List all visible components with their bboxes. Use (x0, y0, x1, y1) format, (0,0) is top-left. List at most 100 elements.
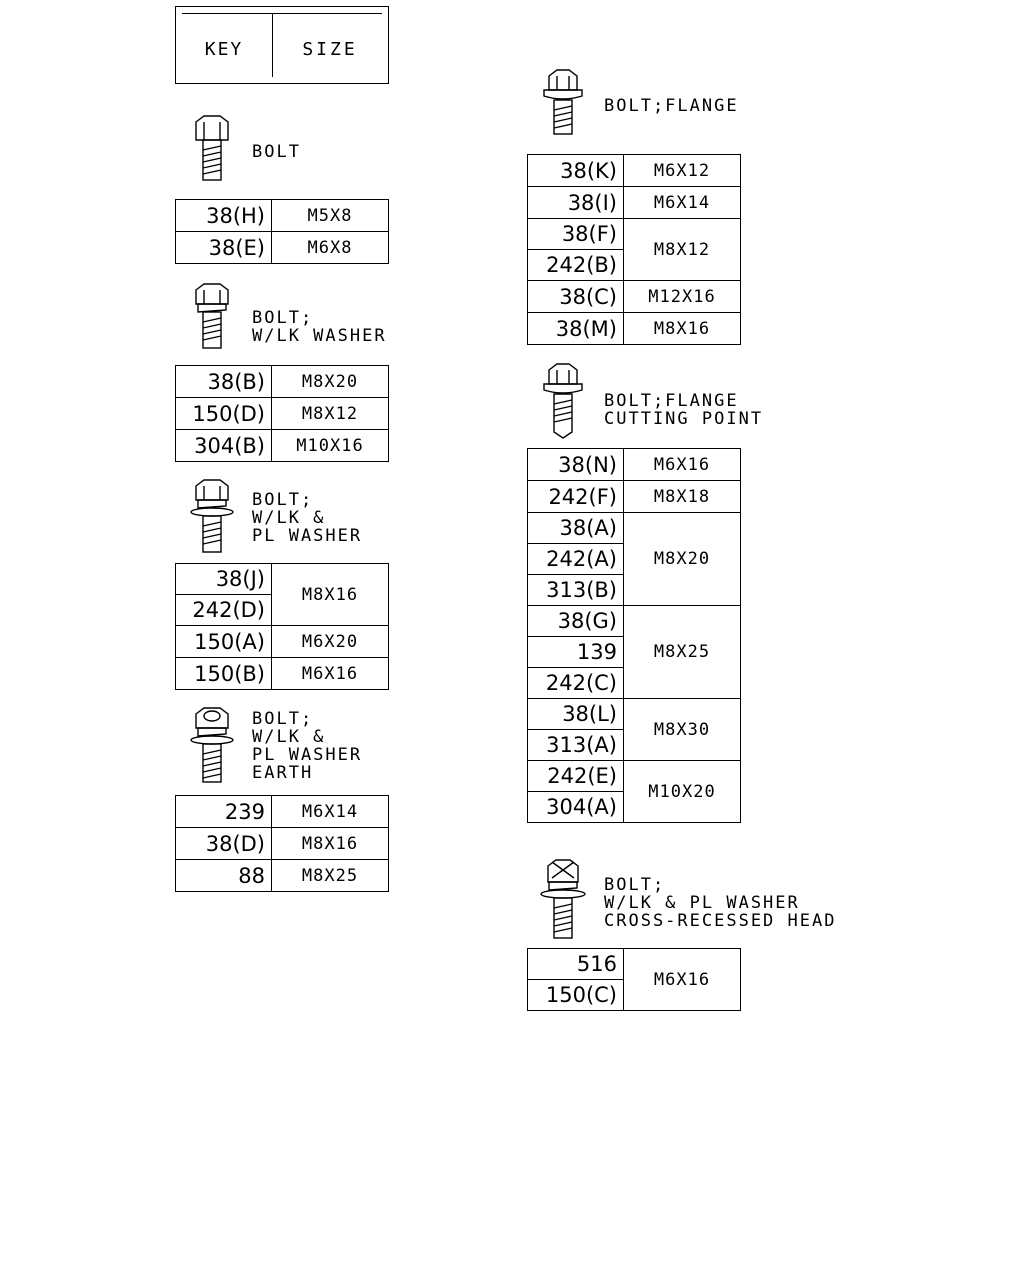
size-cell: M6X14 (271, 795, 389, 828)
size-cell: M6X16 (623, 448, 741, 481)
hex-bolt-lock-washer-icon (195, 283, 229, 349)
size-cell: M8X30 (623, 698, 741, 761)
key-cell: 38(D) (175, 827, 272, 860)
legend-top-line (182, 13, 382, 14)
key-cell: 38(G) (527, 605, 624, 637)
key-cell: 313(A) (527, 729, 624, 761)
size-cell: M5X8 (271, 199, 389, 232)
table-row: 38(M)M8X16 (527, 312, 741, 345)
table-row: 38(C)M12X16 (527, 280, 741, 313)
key-cell: 38(E) (175, 231, 272, 264)
key-cell: 150(D) (175, 397, 272, 430)
table-row: 150(B)M6X16 (175, 657, 389, 690)
group-label-line: BOLT; (252, 709, 314, 729)
key-cell: 242(B) (527, 249, 624, 281)
size-cell: M8X16 (271, 563, 389, 626)
size-cell: M6X12 (623, 154, 741, 187)
group-label-line: EARTH (252, 763, 314, 783)
key-cell: 38(A) (527, 512, 624, 544)
legend-box: KEY SIZE (175, 6, 389, 84)
size-cell: M8X12 (623, 218, 741, 281)
group-label-line: CUTTING POINT (604, 409, 764, 429)
size-cell: M8X25 (271, 859, 389, 892)
group-label-line: BOLT; (252, 490, 314, 510)
key-cell: 38(M) (527, 312, 624, 345)
group-label-line: W/LK & (252, 727, 326, 747)
table-row: 150(D)M8X12 (175, 397, 389, 430)
group-label-line: BOLT;FLANGE (604, 96, 739, 116)
size-cell: M8X16 (623, 312, 741, 345)
size-cell: M8X16 (271, 827, 389, 860)
key-cell: 38(K) (527, 154, 624, 187)
size-cell: M6X14 (623, 186, 741, 219)
table-row: 38(G)M8X25 (527, 605, 741, 699)
size-cell: M8X20 (623, 512, 741, 606)
flange-bolt-cutting-point-icon (543, 363, 583, 439)
hex-bolt-lock-plain-washer-icon (190, 479, 234, 553)
table-row: 38(F)M8X12 (527, 218, 741, 281)
table-row: 150(C) (527, 979, 741, 1011)
group-label: BOLT;W/LK WASHER (252, 309, 387, 345)
size-cell: M10X16 (271, 429, 389, 462)
key-cell: 38(H) (175, 199, 272, 232)
group-label-line: W/LK & (252, 508, 326, 528)
table-row: 304(A) (527, 791, 741, 823)
size-cell: M8X18 (623, 480, 741, 513)
key-cell: 242(C) (527, 667, 624, 699)
key-cell: 38(I) (527, 186, 624, 219)
table-row: 242(E)M10X20 (527, 760, 741, 823)
size-cell: M10X20 (623, 760, 741, 823)
key-cell: 150(B) (175, 657, 272, 690)
group-label-line: BOLT;FLANGE (604, 391, 739, 411)
key-cell: 150(C) (527, 979, 624, 1011)
cross-recessed-bolt-icon (540, 859, 586, 939)
key-cell: 139 (527, 636, 624, 668)
size-cell: M6X16 (271, 657, 389, 690)
table-row: 150(A)M6X20 (175, 625, 389, 658)
key-cell: 242(E) (527, 760, 624, 792)
group-label: BOLT;W/LK &PL WASHER (252, 491, 362, 545)
key-cell: 242(D) (175, 594, 272, 626)
table-row: 242(D) (175, 594, 389, 626)
legend-key-label: KEY (204, 39, 244, 60)
table-row: 139 (527, 636, 741, 668)
table-row: 242(F)M8X18 (527, 480, 741, 513)
group-label-line: W/LK WASHER (252, 326, 387, 346)
group-label: BOLT (252, 143, 301, 161)
key-cell: 313(B) (527, 574, 624, 606)
key-cell: 242(F) (527, 480, 624, 513)
table-row: 313(A) (527, 729, 741, 761)
key-cell: 38(C) (527, 280, 624, 313)
legend-size-label: SIZE (302, 39, 358, 60)
hex-bolt-icon (195, 115, 229, 181)
group-label-line: PL WASHER (252, 745, 363, 765)
key-cell: 38(F) (527, 218, 624, 250)
table-row: 38(I)M6X14 (527, 186, 741, 219)
group-label-line: W/LK & PL WASHER (604, 893, 800, 913)
group-label-line: PL WASHER (252, 526, 363, 546)
table-row: 38(L)M8X30 (527, 698, 741, 761)
table-row: 38(D)M8X16 (175, 827, 389, 860)
table-row: 242(C) (527, 667, 741, 699)
earth-bolt-icon (190, 707, 234, 783)
key-cell: 38(N) (527, 448, 624, 481)
group-label: BOLT;FLANGE (604, 97, 739, 115)
key-cell: 150(A) (175, 625, 272, 658)
size-cell: M12X16 (623, 280, 741, 313)
table-row: 242(A) (527, 543, 741, 575)
table-row: 313(B) (527, 574, 741, 606)
table-row: 304(B)M10X16 (175, 429, 389, 462)
key-cell: 304(B) (175, 429, 272, 462)
table-row: 38(B)M8X20 (175, 365, 389, 398)
